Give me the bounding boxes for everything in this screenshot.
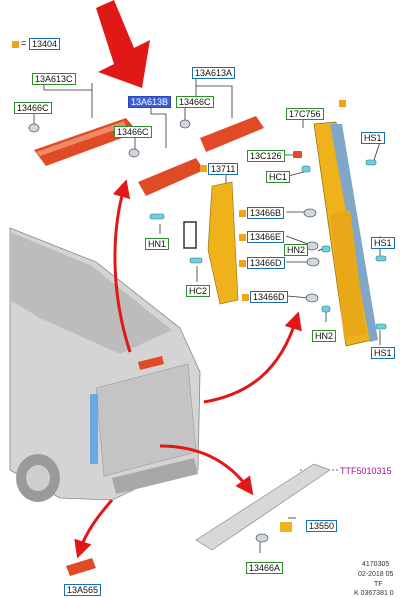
label-13466d-b[interactable]: 13466D xyxy=(250,291,288,303)
van-illustration xyxy=(9,227,201,502)
swatch-17c756 xyxy=(339,100,346,107)
swatch-13466d-b xyxy=(242,294,249,301)
leader-lines xyxy=(33,78,381,553)
lamp-bracket xyxy=(183,181,239,305)
label-13466b[interactable]: 13466B xyxy=(247,207,285,219)
label-13466a[interactable]: 13466A xyxy=(246,562,284,574)
label-hc2[interactable]: HC2 xyxy=(186,285,211,297)
label-hn2-a[interactable]: HN2 xyxy=(284,244,309,256)
license-lamp-bar xyxy=(195,463,331,551)
label-13a613b[interactable]: 13A613B xyxy=(128,96,172,108)
label-hs1-b[interactable]: HS1 xyxy=(371,237,395,249)
label-13466d-a[interactable]: 13466D xyxy=(247,257,285,269)
bulb-sockets xyxy=(28,119,320,543)
swatch-13466d-a xyxy=(239,260,246,267)
callout-ttf: TTF5010315 xyxy=(340,466,392,476)
label-13a613c[interactable]: 13A613C xyxy=(32,73,76,85)
label-13a613a[interactable]: 13A613A xyxy=(192,67,236,79)
label-hc1[interactable]: HC1 xyxy=(266,171,291,183)
rear-lamp-cluster xyxy=(313,121,378,347)
meta-line3: TF xyxy=(374,581,383,588)
meta-line2: 02-2018 05 xyxy=(358,571,394,578)
label-13a565[interactable]: 13A565 xyxy=(64,584,102,596)
connector xyxy=(293,151,302,158)
label-hs1-c[interactable]: HS1 xyxy=(371,347,395,359)
legend-equals: = xyxy=(21,38,27,48)
legend-swatch xyxy=(12,41,19,48)
label-13c126[interactable]: 13C126 xyxy=(247,150,285,162)
meta-line4: K 0367381 0 xyxy=(354,590,394,597)
label-hn1[interactable]: HN1 xyxy=(145,238,170,250)
curved-arrows xyxy=(74,179,302,559)
label-13466c-b[interactable]: 13466C xyxy=(114,126,152,138)
high-mount-lamp-parts xyxy=(34,116,264,196)
label-13466c-a[interactable]: 13466C xyxy=(14,102,52,114)
pointer-arrow xyxy=(96,0,150,88)
side-marker xyxy=(66,558,96,576)
meta-line1: 4170305 xyxy=(362,561,390,568)
swatch-13711 xyxy=(200,165,207,172)
swatch-13466b xyxy=(239,210,246,217)
label-13466e[interactable]: 13466E xyxy=(247,231,285,243)
swatch-13466e xyxy=(239,234,246,241)
label-13466c-c[interactable]: 13466C xyxy=(176,96,214,108)
legend-code[interactable]: 13404 xyxy=(29,38,61,50)
label-hn2-b[interactable]: HN2 xyxy=(312,330,337,342)
label-13711[interactable]: 13711 xyxy=(208,163,239,175)
label-hs1-a[interactable]: HS1 xyxy=(361,132,385,144)
fasteners xyxy=(149,159,387,330)
label-13550[interactable]: 13550 xyxy=(306,520,338,532)
label-17c756[interactable]: 17C756 xyxy=(286,108,324,120)
